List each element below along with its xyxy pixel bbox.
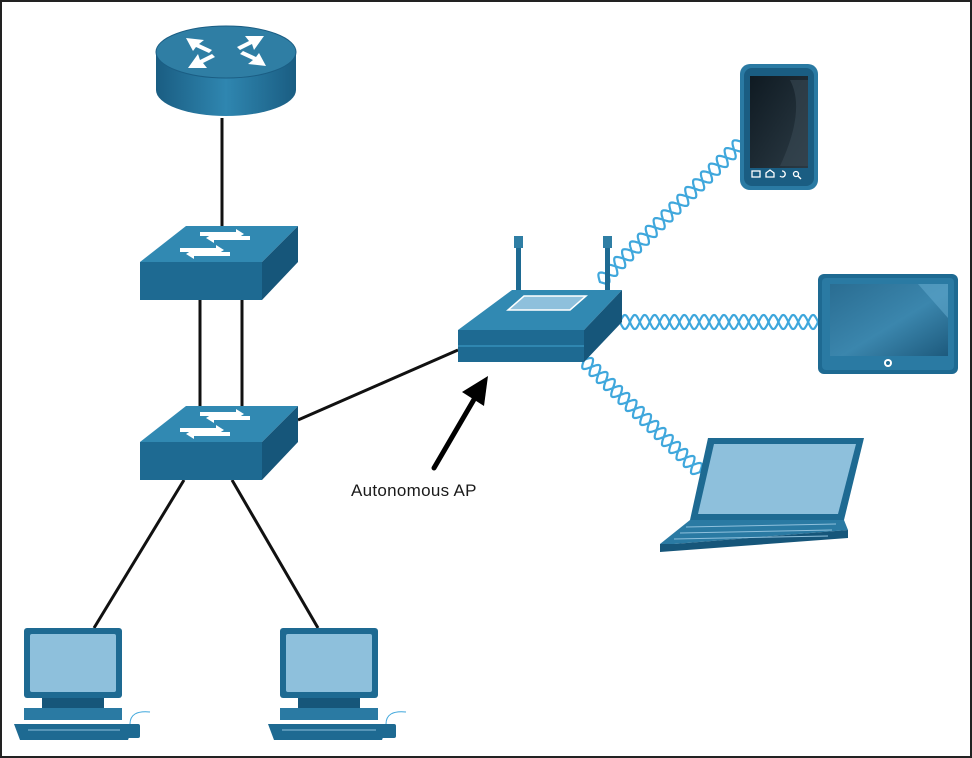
tablet-icon xyxy=(818,274,958,374)
link-switch-to-pc-left xyxy=(92,479,186,629)
link-switch-to-pc-right xyxy=(230,479,320,629)
smartphone-icon xyxy=(740,64,818,190)
ap-label: Autonomous AP xyxy=(351,481,477,500)
desktop-pc-left-icon xyxy=(14,628,151,740)
wireless-wave-phone-b xyxy=(597,140,745,284)
laptop-icon xyxy=(660,438,864,552)
pointer-arrow xyxy=(431,376,488,471)
wireless-links xyxy=(581,139,820,476)
distribution-switch-icon xyxy=(140,226,298,300)
wired-links xyxy=(92,118,459,629)
link-switch-to-ap xyxy=(297,348,459,422)
wireless-access-point-icon xyxy=(458,236,622,362)
wireless-wave-laptop-b xyxy=(582,356,702,476)
router-icon xyxy=(155,25,297,116)
wireless-wave-tablet-b xyxy=(618,313,820,331)
desktop-pc-right-icon xyxy=(268,628,407,740)
access-switch-icon xyxy=(140,406,298,480)
